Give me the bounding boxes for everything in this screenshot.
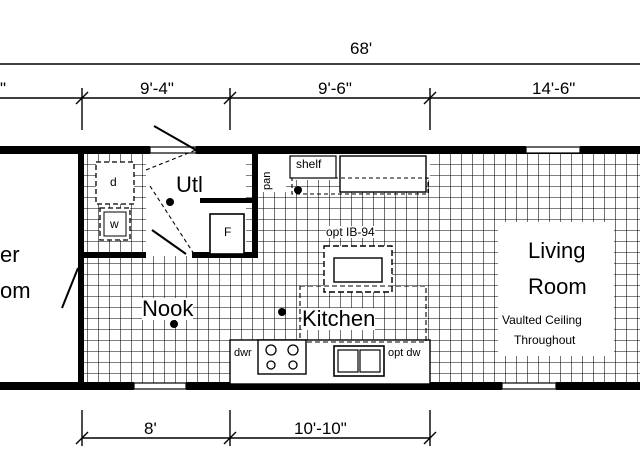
island-label: opt IB-94	[326, 225, 375, 239]
dimension-top-2: 9'-6"	[318, 79, 352, 98]
island-sink	[333, 257, 383, 283]
dimension-top-1: 9'-4"	[140, 79, 174, 98]
ceiling-fixtures	[166, 186, 302, 328]
dimension-top-3: 14'-6"	[532, 79, 576, 98]
doors	[61, 125, 197, 309]
room-label-living-2: Room	[528, 274, 587, 299]
living-room-note-2: Throughout	[514, 333, 576, 347]
living-room-note-1: Vaulted Ceiling	[502, 313, 582, 327]
upper-cabinet	[339, 155, 427, 193]
counter-dashed	[299, 285, 427, 343]
shelf-label: shelf	[296, 157, 322, 171]
bottom-dimension-lines	[75, 410, 437, 446]
optional-dishwasher-label: opt dw	[388, 347, 421, 359]
room-label-living-1: Living	[528, 238, 586, 263]
room-label-master-2: om	[0, 278, 31, 303]
upper-cabinet-dashed	[291, 177, 429, 195]
room-label-nook: Nook	[142, 296, 194, 321]
furnace-label: F	[224, 225, 232, 239]
door-swings	[145, 149, 197, 255]
room-label-utility: Utl	[176, 172, 203, 197]
room-label-master-1: er	[0, 242, 20, 267]
dishwasher-label: dwr	[234, 347, 252, 359]
kitchen-sink	[333, 345, 385, 377]
range	[257, 339, 307, 375]
dimension-top-left-partial: "	[0, 79, 7, 98]
interior-walls	[78, 150, 258, 386]
dimension-bottom-1: 8'	[144, 419, 157, 438]
room-label-kitchen: Kitchen	[302, 306, 376, 331]
top-dimension-lines	[0, 63, 640, 130]
pantry-label: pan	[261, 171, 273, 190]
windows	[133, 146, 581, 390]
exterior-walls	[0, 146, 640, 390]
dryer-label: d	[110, 175, 117, 189]
washer-label: w	[110, 217, 119, 231]
dimension-overall: 68'	[350, 39, 373, 58]
dimension-bottom-2: 10'-10"	[294, 419, 347, 438]
